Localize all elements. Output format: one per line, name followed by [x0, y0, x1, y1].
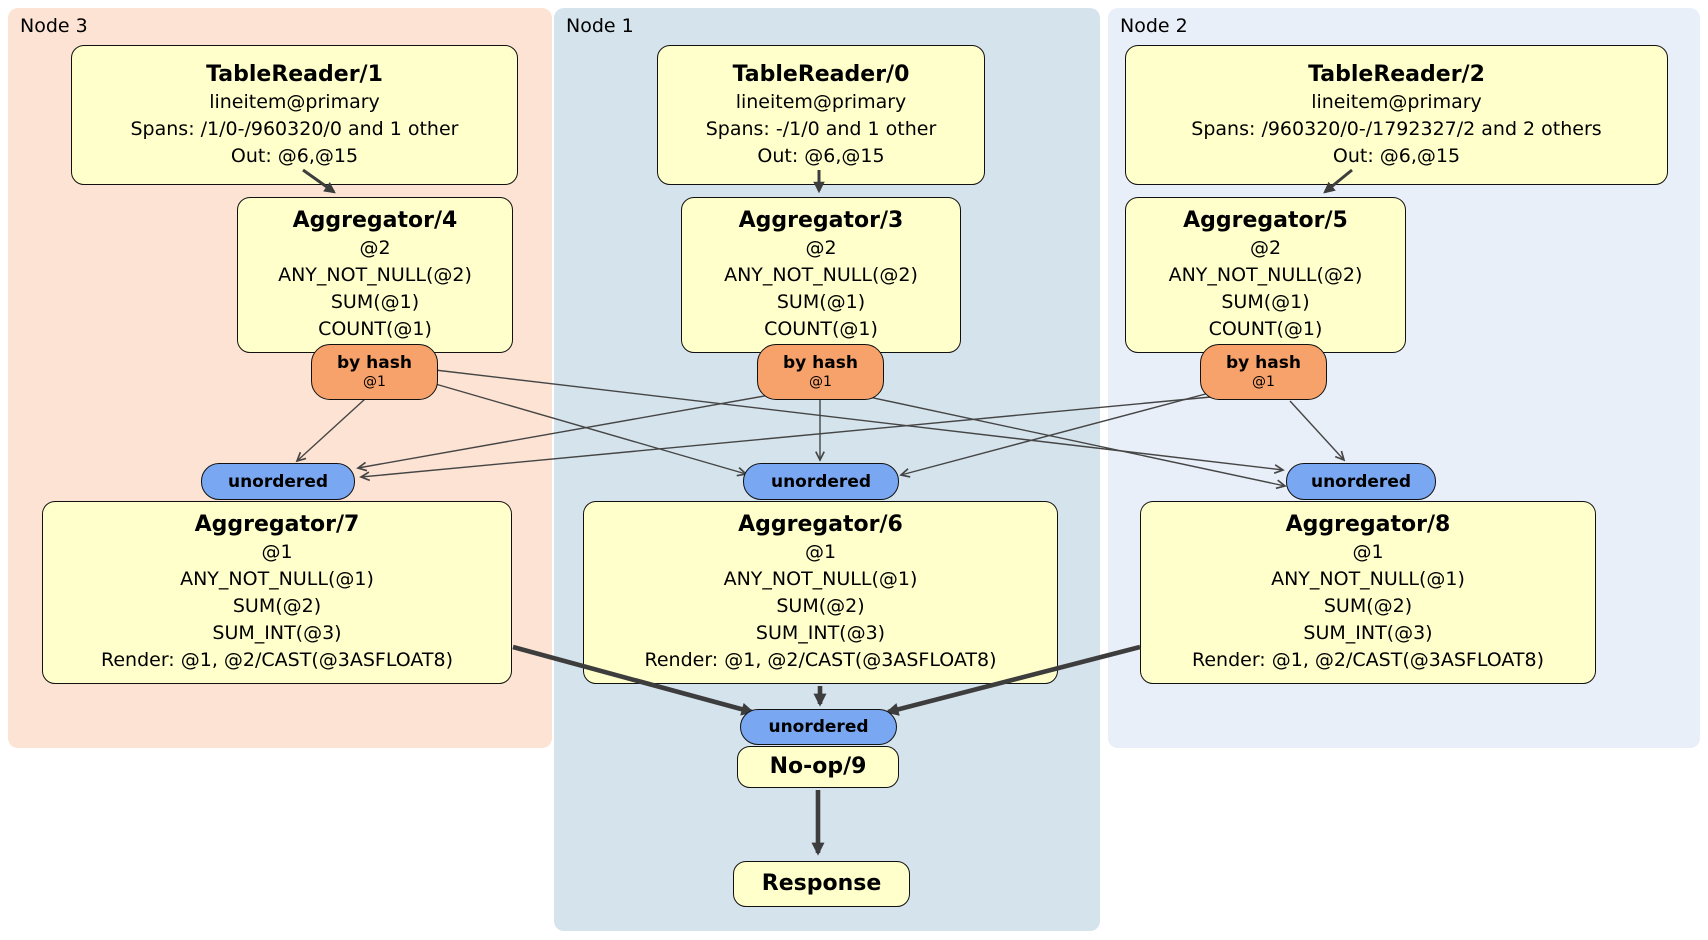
sync-unordered-noop-label: unordered — [768, 717, 869, 737]
aggregator-4-fn1: ANY_NOT_NULL(@2) — [278, 264, 472, 286]
tablereader-1-title: TableReader/1 — [206, 61, 383, 87]
tablereader-2-index: lineitem@primary — [1311, 90, 1482, 113]
aggregator-5-fn2: SUM(@1) — [1221, 291, 1310, 313]
aggregator-6-fn1: ANY_NOT_NULL(@1) — [723, 568, 918, 590]
noop-9-title: No-op/9 — [769, 754, 867, 779]
region-node3-label: Node 3 — [20, 15, 88, 37]
region-node1-label: Node 1 — [566, 15, 634, 37]
hash-router-node1: by hash @1 — [757, 344, 884, 400]
tablereader-2-title: TableReader/2 — [1308, 61, 1485, 87]
aggregator-7-fn3: SUM_INT(@3) — [212, 622, 342, 644]
aggregator-4-group: @2 — [359, 237, 391, 259]
hash-router-node1-label: by hash — [783, 353, 858, 373]
tablereader-1-spans: Spans: /1/0-/960320/0 and 1 other — [130, 117, 459, 140]
sync-unordered-agg7-label: unordered — [227, 471, 329, 492]
tablereader-2-spans: Spans: /960320/0-/1792327/2 and 2 others — [1191, 117, 1602, 140]
sync-unordered-agg6: unordered — [743, 463, 899, 500]
aggregator-8-fn2: SUM(@2) — [1323, 595, 1413, 617]
aggregator-3-box: Aggregator/3 @2 ANY_NOT_NULL(@2) SUM(@1)… — [681, 197, 961, 353]
aggregator-8-fn3: SUM_INT(@3) — [1303, 622, 1433, 644]
tablereader-0-title: TableReader/0 — [732, 61, 910, 87]
aggregator-5-title: Aggregator/5 — [1183, 208, 1348, 233]
hash-router-node3-detail: @1 — [363, 374, 386, 390]
region-node2-label: Node 2 — [1120, 15, 1188, 37]
hash-router-node1-detail: @1 — [809, 374, 832, 390]
aggregator-5-box: Aggregator/5 @2 ANY_NOT_NULL(@2) SUM(@1)… — [1125, 197, 1406, 353]
aggregator-3-fn3: COUNT(@1) — [764, 318, 878, 340]
aggregator-6-group: @1 — [804, 541, 837, 563]
tablereader-0-box: TableReader/0 lineitem@primary Spans: -/… — [657, 45, 985, 185]
aggregator-8-box: Aggregator/8 @1 ANY_NOT_NULL(@1) SUM(@2)… — [1140, 501, 1596, 684]
hash-router-node2-label: by hash — [1226, 353, 1301, 373]
aggregator-7-box: Aggregator/7 @1 ANY_NOT_NULL(@1) SUM(@2)… — [42, 501, 512, 684]
aggregator-4-fn2: SUM(@1) — [330, 291, 420, 313]
response-title: Response — [761, 871, 882, 896]
noop-9-box: No-op/9 — [737, 746, 899, 788]
aggregator-6-box: Aggregator/6 @1 ANY_NOT_NULL(@1) SUM(@2)… — [583, 501, 1058, 684]
aggregator-8-fn1: ANY_NOT_NULL(@1) — [1271, 568, 1465, 590]
sync-unordered-agg7: unordered — [201, 463, 355, 500]
hash-router-node2: by hash @1 — [1200, 344, 1327, 400]
aggregator-7-fn1: ANY_NOT_NULL(@1) — [180, 568, 374, 590]
aggregator-3-title: Aggregator/3 — [738, 208, 904, 233]
hash-router-node3: by hash @1 — [311, 344, 438, 400]
aggregator-3-fn2: SUM(@1) — [776, 291, 866, 313]
tablereader-1-box: TableReader/1 lineitem@primary Spans: /1… — [71, 45, 518, 185]
tablereader-1-index: lineitem@primary — [209, 90, 380, 113]
aggregator-8-title: Aggregator/8 — [1285, 512, 1451, 537]
aggregator-5-group: @2 — [1249, 237, 1282, 259]
sync-unordered-agg6-label: unordered — [770, 471, 872, 492]
aggregator-8-render: Render: @1, @2/CAST(@3ASFLOAT8) — [1192, 649, 1544, 671]
tablereader-1-out: Out: @6,@15 — [230, 144, 359, 167]
aggregator-5-fn1: ANY_NOT_NULL(@2) — [1168, 264, 1363, 286]
aggregator-3-group: @2 — [805, 237, 837, 259]
tablereader-2-box: TableReader/2 lineitem@primary Spans: /9… — [1125, 45, 1668, 185]
aggregator-3-fn1: ANY_NOT_NULL(@2) — [724, 264, 918, 286]
tablereader-2-out: Out: @6,@15 — [1332, 144, 1461, 167]
aggregator-4-box: Aggregator/4 @2 ANY_NOT_NULL(@2) SUM(@1)… — [237, 197, 513, 353]
aggregator-7-fn2: SUM(@2) — [232, 595, 322, 617]
aggregator-4-title: Aggregator/4 — [292, 208, 458, 233]
aggregator-7-group: @1 — [261, 541, 293, 563]
aggregator-6-render: Render: @1, @2/CAST(@3ASFLOAT8) — [644, 649, 997, 671]
aggregator-4-fn3: COUNT(@1) — [318, 318, 432, 340]
response-box: Response — [733, 861, 910, 907]
sync-unordered-noop: unordered — [740, 709, 897, 745]
tablereader-0-index: lineitem@primary — [735, 90, 907, 113]
sync-unordered-agg8-label: unordered — [1310, 471, 1412, 492]
hash-router-node3-label: by hash — [337, 353, 412, 373]
sync-unordered-agg8: unordered — [1286, 463, 1436, 500]
hash-router-node2-detail: @1 — [1252, 374, 1275, 390]
aggregator-6-title: Aggregator/6 — [738, 512, 903, 537]
aggregator-6-fn3: SUM_INT(@3) — [755, 622, 886, 644]
aggregator-6-fn2: SUM(@2) — [776, 595, 865, 617]
aggregator-7-title: Aggregator/7 — [194, 512, 360, 537]
aggregator-5-fn3: COUNT(@1) — [1208, 318, 1323, 340]
aggregator-7-render: Render: @1, @2/CAST(@3ASFLOAT8) — [101, 649, 453, 671]
aggregator-8-group: @1 — [1352, 541, 1384, 563]
tablereader-0-out: Out: @6,@15 — [757, 144, 885, 167]
tablereader-0-spans: Spans: -/1/0 and 1 other — [705, 117, 937, 140]
